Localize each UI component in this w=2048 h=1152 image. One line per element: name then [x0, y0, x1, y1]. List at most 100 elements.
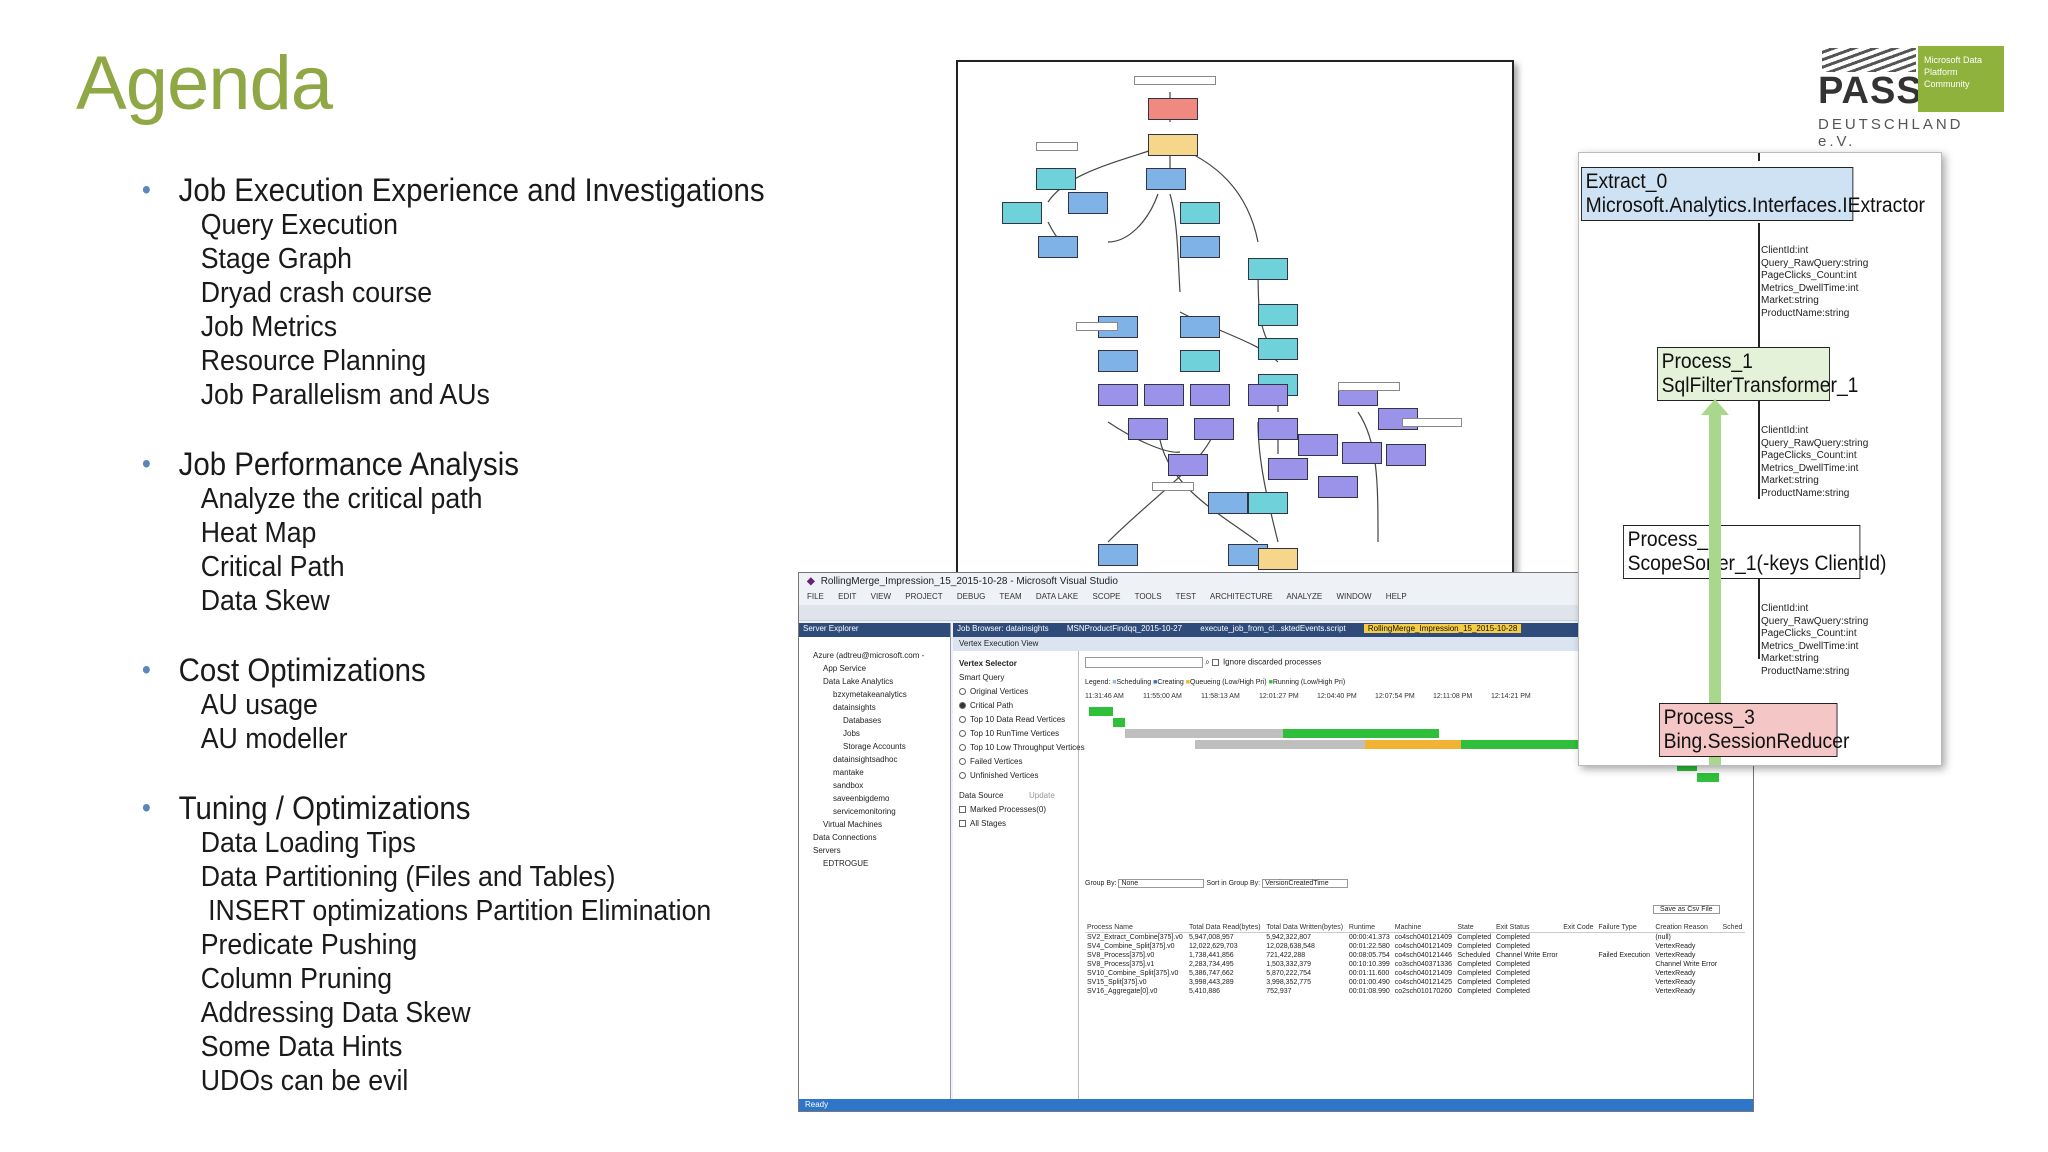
graph-node	[1268, 458, 1308, 480]
tree-item[interactable]: sandbox	[833, 781, 864, 790]
radio-icon[interactable]	[959, 772, 966, 780]
menu-data-lake[interactable]: DATA LAKE	[1035, 592, 1079, 601]
tree-item[interactable]: Servers	[813, 846, 841, 855]
graph-node	[1258, 304, 1298, 326]
radio-original-vertices[interactable]: Original Vertices	[959, 685, 1072, 699]
vs-logo-icon: ◆	[807, 576, 815, 587]
radio-top-runtime[interactable]: Top 10 RunTime Vertices	[959, 727, 1072, 741]
group-by-select[interactable]: None	[1118, 879, 1205, 888]
search-icon[interactable]: ⌕	[1205, 657, 1210, 667]
radio-icon[interactable]	[959, 744, 966, 752]
menu-tools[interactable]: TOOLS	[1134, 592, 1162, 601]
ignore-discarded-checkbox[interactable]	[1211, 659, 1219, 666]
radio-low-throughput[interactable]: Top 10 Low Throughput Vertices	[959, 741, 1085, 755]
tree-item[interactable]: Virtual Machines	[823, 820, 882, 829]
plan-edge	[1758, 579, 1760, 659]
tab-job-browser[interactable]: Job Browser: datainsights	[957, 624, 1049, 633]
table-cell: Completed	[1457, 970, 1492, 977]
menu-test[interactable]: TEST	[1175, 592, 1197, 601]
menu-file[interactable]: FILE	[807, 592, 824, 601]
tab-execute-job[interactable]: execute_job_from_cl...sktedEvents.script	[1200, 624, 1346, 633]
marked-processes-checkbox[interactable]: Marked Processes(0)	[959, 803, 1072, 817]
tree-item[interactable]: Jobs	[843, 729, 860, 738]
agenda-item: Resource Planning	[200, 345, 427, 377]
timeline-bar	[1089, 707, 1113, 716]
radio-selected-icon[interactable]	[959, 702, 966, 710]
graph-node	[1258, 418, 1298, 440]
tree-item[interactable]: Storage Accounts	[843, 742, 906, 751]
table-cell: Completed	[1496, 934, 1530, 941]
tree-item[interactable]: datainsightsadhoc	[833, 755, 898, 764]
filter-input[interactable]	[1085, 657, 1203, 668]
radio-icon[interactable]	[959, 716, 966, 724]
table-cell: 3,998,443,289	[1188, 979, 1234, 986]
tree-item[interactable]: Databases	[843, 716, 882, 725]
bullet-icon: •	[141, 654, 151, 685]
radio-icon[interactable]	[959, 688, 966, 696]
tree-item[interactable]: mantake	[833, 768, 864, 777]
radio-top-data-read[interactable]: Top 10 Data Read Vertices	[959, 713, 1072, 727]
visual-studio-window: ◆RollingMerge_Impression_15_2015-10-28 -…	[798, 572, 1754, 1112]
checkbox-icon[interactable]	[959, 806, 966, 814]
table-cell: 00:01:22.580	[1348, 943, 1390, 950]
graph-node	[1298, 434, 1338, 456]
update-button[interactable]: Update	[1029, 791, 1055, 800]
menu-architecture[interactable]: ARCHITECTURE	[1209, 592, 1273, 601]
tree-item[interactable]: App Service	[823, 664, 867, 673]
menu-window[interactable]: WINDOW	[1336, 592, 1372, 601]
agenda-item: Some Data Hints	[200, 1031, 403, 1063]
radio-critical-path[interactable]: Critical Path	[959, 699, 1072, 713]
tree-item[interactable]: EDTROGUE	[823, 859, 869, 868]
table-cell: 00:00:41.373	[1348, 934, 1390, 941]
tree-item[interactable]: bzxymetakeanalytics	[833, 690, 907, 699]
menu-scope[interactable]: SCOPE	[1092, 592, 1121, 601]
table-cell: 12,022,629,703	[1188, 943, 1238, 950]
checkbox-icon[interactable]	[959, 820, 966, 828]
menu-view[interactable]: VIEW	[870, 592, 892, 601]
tree-item[interactable]: datainsights	[833, 703, 876, 712]
agenda-item: Dryad crash course	[200, 277, 433, 309]
radio-icon[interactable]	[959, 730, 966, 738]
table-cell: 3,998,352,775	[1266, 979, 1311, 986]
tree-item[interactable]: saveenbigdemo	[833, 794, 890, 803]
menu-debug[interactable]: DEBUG	[956, 592, 986, 601]
timeline-bar	[1697, 773, 1719, 782]
tree-item[interactable]: Azure (adtreu@microsoft.com -	[813, 651, 925, 660]
menu-edit[interactable]: EDIT	[838, 592, 857, 601]
table-cell: SV8_Process[375].v1	[1087, 961, 1155, 968]
tree-item[interactable]: Data Lake Analytics	[823, 677, 894, 686]
tab-msn-product[interactable]: MSNProductFindqq_2015-10-27	[1066, 624, 1183, 633]
tree-item[interactable]: Data Connections	[813, 833, 877, 842]
agenda-item: Job Parallelism and AUs	[200, 379, 490, 411]
tree-item[interactable]: servicemonitoring	[833, 807, 896, 816]
radio-icon[interactable]	[959, 758, 966, 766]
graph-node	[1258, 548, 1298, 570]
filter-row: ⌕ Ignore discarded processes	[1085, 657, 1321, 668]
menu-analyze[interactable]: ANALYZE	[1286, 592, 1323, 601]
menu-project[interactable]: PROJECT	[905, 592, 943, 601]
arrow-head-icon	[1701, 399, 1729, 415]
legend-row: Legend: ■Scheduling ■Creating ■Queueing …	[1085, 679, 1346, 686]
table-cell	[1596, 942, 1653, 951]
vertex-execution-header: Vertex Execution View	[953, 637, 1753, 651]
menu-team[interactable]: TEAM	[999, 592, 1022, 601]
table-cell: Completed	[1496, 970, 1530, 977]
sort-by-select[interactable]: VersionCreatedTime	[1262, 879, 1349, 888]
save-csv-button[interactable]: Save as Csv File	[1653, 905, 1720, 914]
table-cell: (null)	[1655, 934, 1671, 941]
radio-failed-vertices[interactable]: Failed Vertices	[959, 755, 1072, 769]
tab-rolling-merge[interactable]: RollingMerge_Impression_15_2015-10-28	[1363, 624, 1522, 633]
toolbar[interactable]	[799, 605, 1753, 621]
all-stages-checkbox[interactable]: All Stages	[959, 817, 1072, 831]
radio-unfinished-vertices[interactable]: Unfinished Vertices	[959, 769, 1072, 783]
menu-help[interactable]: HELP	[1385, 592, 1407, 601]
